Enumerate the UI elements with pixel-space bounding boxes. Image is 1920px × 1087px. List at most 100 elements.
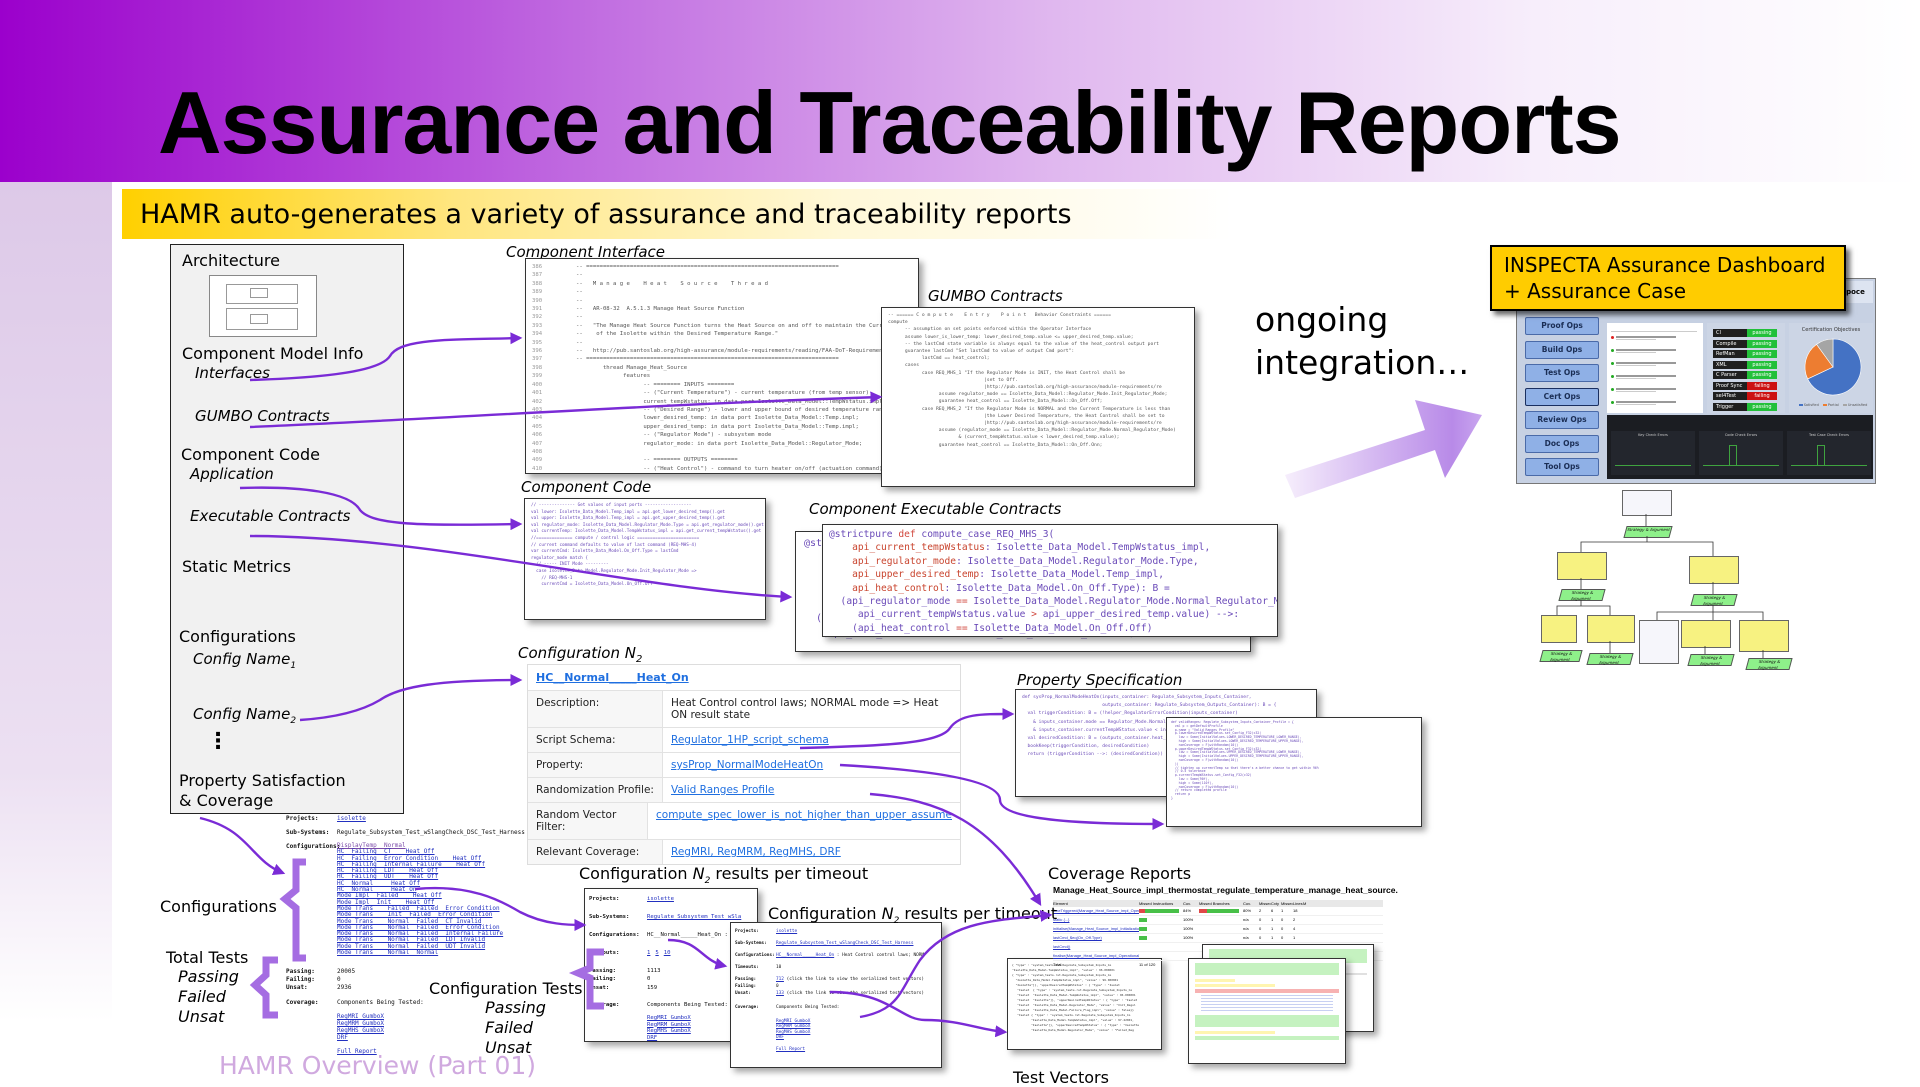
full-report-link[interactable]: Full Report: [776, 1047, 806, 1052]
configuration-link[interactable]: HC__Failing__Error_Condition____Heat_Off: [337, 854, 482, 862]
project-link[interactable]: isolette: [776, 929, 798, 934]
column-header[interactable]: Lines: [1293, 901, 1303, 906]
element-link[interactable]: initialise(Manage_Heat_Source_impl_Initi…: [1053, 926, 1139, 931]
gsn-goal-ll[interactable]: [1541, 615, 1577, 643]
element-link[interactable]: finalise(Manage_Heat_Source_impl_Operati…: [1053, 953, 1139, 958]
coverage-link[interactable]: RegMRI GumboX: [647, 1015, 691, 1021]
column-header[interactable]: Cxty: [1271, 901, 1279, 906]
coverage-link[interactable]: RegMRM GumboX: [647, 1021, 691, 1028]
gsn-goal-rr[interactable]: [1739, 620, 1789, 652]
column-header[interactable]: Element: [1053, 901, 1068, 906]
passing-vectors-link[interactable]: 712: [776, 977, 784, 982]
interfaces-label[interactable]: Interfaces: [195, 364, 270, 382]
row-value-link[interactable]: compute_spec_lower_is_not_higher_than_up…: [656, 809, 952, 821]
application-label[interactable]: Application: [190, 465, 274, 483]
coverage-link[interactable]: RegMHS GumboX: [647, 1028, 691, 1034]
gsn-goal-right[interactable]: [1689, 556, 1739, 584]
configuration-name-link[interactable]: HC__Normal_____Heat_On: [536, 671, 689, 684]
configuration-link[interactable]: Mode_Trans____Normal__Failed__LDT_Invali…: [337, 936, 486, 944]
pie-slice-partial[interactable]: [1804, 343, 1834, 380]
commit-item[interactable]: [1611, 348, 1691, 356]
column-header[interactable]: M: [1303, 901, 1307, 906]
coverage-link[interactable]: RegMRM GumboX: [776, 1024, 811, 1030]
config-name-1[interactable]: Config Name1: [193, 650, 297, 671]
configuration-link[interactable]: Mode_Trans____Normal__Failed__Internal_F…: [337, 930, 504, 938]
coverage-link[interactable]: RegMRI GumboX: [776, 1019, 811, 1024]
coverage-link[interactable]: DRF: [776, 1035, 784, 1041]
coverage-link[interactable]: RegMHS GumboX: [776, 1029, 811, 1035]
commit-item[interactable]: [1611, 374, 1691, 382]
coverage-link[interactable]: RegMHS GumboX: [337, 1027, 384, 1034]
ops-button-tool-ops[interactable]: Tool Ops: [1525, 458, 1599, 476]
row-value-link[interactable]: Valid Ranges Profile: [671, 784, 775, 796]
configuration-link[interactable]: DisplayTemp__Normal: [337, 842, 406, 849]
ops-button-review-ops[interactable]: Review Ops: [1525, 411, 1599, 429]
configuration-link[interactable]: Mode_Trans____Normal__Failed__Error_Cond…: [337, 923, 500, 931]
configuration-link[interactable]: HC__Failing__CT____Heat_Off: [337, 848, 435, 856]
project-link[interactable]: isolette: [337, 815, 366, 822]
subsystem-link[interactable]: Regulate_Subsystem_Test_wSla: [647, 914, 742, 920]
ops-button-test-ops[interactable]: Test Ops: [1525, 364, 1599, 382]
static-metrics-label[interactable]: Static Metrics: [182, 557, 291, 576]
gumbo-contracts-label[interactable]: GUMBO Contracts: [195, 407, 330, 425]
pie-slice-satisfied[interactable]: [1807, 338, 1862, 396]
coverage-link[interactable]: DRF: [647, 1034, 658, 1041]
gsn-goal-lr[interactable]: [1587, 615, 1635, 643]
column-header[interactable]: Cov.: [1183, 901, 1191, 906]
column-header[interactable]: Missed: [1259, 901, 1271, 906]
configuration-link[interactable]: HC__Normal_____Heat_Off: [337, 879, 421, 887]
pie-slice-unsatisfied[interactable]: [1816, 338, 1834, 368]
row-value-link[interactable]: RegMRI, RegMRM, RegMHS, DRF: [671, 846, 841, 858]
element-link[interactable]: lastCmd(): [1053, 944, 1071, 949]
ops-button-build-ops[interactable]: Build Ops: [1525, 340, 1599, 359]
timeout-link[interactable]: 1: [647, 950, 651, 956]
configuration-link[interactable]: HC__Failing__LDT____Heat_Off: [337, 867, 439, 875]
configuration-link[interactable]: HC__Failing__Internal_Failure____Heat_Of…: [337, 860, 486, 868]
configuration-link[interactable]: Mode_Trans____Init__Failed__Error_Condit…: [337, 911, 493, 919]
subsystem-link[interactable]: Regulate_Subsystem_Test_wSlangCheck_DSC_…: [776, 941, 914, 946]
ops-button-proof-ops[interactable]: Proof Ops: [1525, 317, 1599, 335]
commit-item[interactable]: [1611, 387, 1691, 395]
column-header[interactable]: Missed Branches: [1199, 901, 1230, 906]
element-link[interactable]: static {...}: [1053, 917, 1070, 922]
full-report-link[interactable]: Full Report: [337, 1048, 377, 1055]
column-header[interactable]: Missed: [1281, 901, 1293, 906]
element-link[interactable]: lastCmd_$eq(On_Off.Type): [1053, 935, 1102, 940]
unsat-vectors-link[interactable]: 133: [776, 991, 784, 996]
project-link[interactable]: isolette: [647, 896, 674, 902]
configuration-link[interactable]: Mode_Trans____Normal__Failed__CT_Invalid: [337, 917, 482, 925]
element-link[interactable]: timeTriggered(Manage_Heat_Source_impl_Op…: [1053, 908, 1139, 913]
commit-item[interactable]: [1611, 400, 1691, 408]
row-value-link[interactable]: sysProp_NormalModeHeatOn: [671, 759, 824, 771]
column-header[interactable]: Missed Instructions: [1139, 901, 1174, 906]
configuration-link[interactable]: Mode_Trans____Normal__Failed__UDT_Invali…: [337, 942, 486, 950]
configuration-link[interactable]: Mode_Trans____Normal__Normal: [337, 949, 439, 957]
configuration-link[interactable]: HC__Normal_____Heat_On: [337, 886, 417, 894]
configuration-link[interactable]: Mode_Impl__Failed____Heat_Off: [337, 892, 442, 900]
ops-button-doc-ops[interactable]: Doc Ops: [1525, 434, 1599, 453]
gsn-goal-left[interactable]: [1557, 552, 1607, 580]
coverage-link[interactable]: RegMRI GumboX: [337, 1013, 384, 1020]
config-name-2[interactable]: Config Name2: [193, 705, 297, 726]
coverage-link[interactable]: DRF: [337, 1034, 348, 1041]
configuration-link[interactable]: HC__Normal_____Heat_On: [776, 953, 835, 958]
gsn-goal-rm[interactable]: [1681, 620, 1731, 648]
ops-button-cert-ops[interactable]: Cert Ops: [1525, 387, 1599, 406]
commit-item[interactable]: [1611, 335, 1691, 343]
gsn-evidence-list[interactable]: [1639, 620, 1679, 664]
coverage-link[interactable]: RegMRM GumboX: [337, 1020, 384, 1027]
timeout-link[interactable]: 5: [655, 950, 659, 956]
commit-item[interactable]: [1611, 361, 1691, 369]
architecture-diagram-thumbnail[interactable]: [209, 275, 317, 337]
executable-contracts-label[interactable]: Executable Contracts: [190, 507, 351, 525]
column-header[interactable]: Cov.: [1243, 901, 1251, 906]
row-value-link[interactable]: Regulator_1HP_script_schema: [671, 734, 829, 746]
